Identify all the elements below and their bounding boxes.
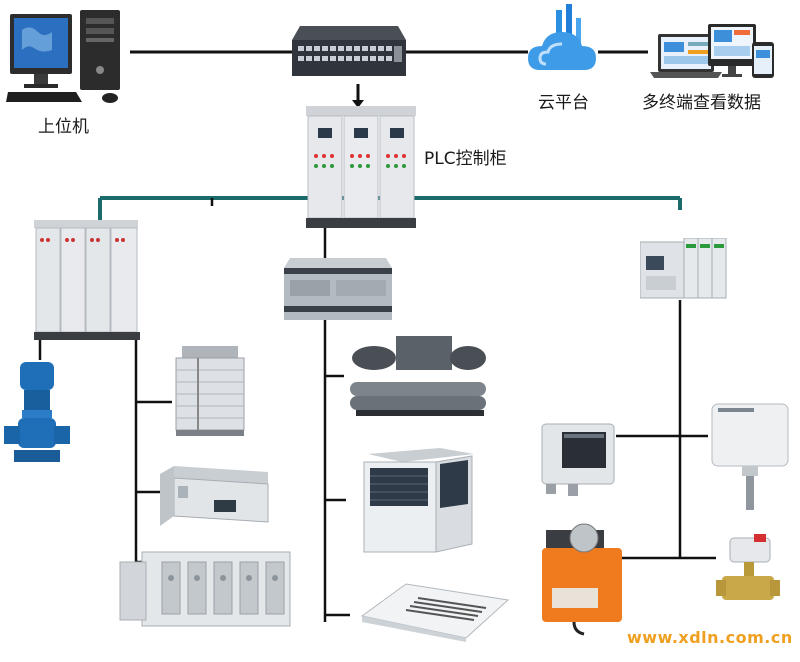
sensor-icon xyxy=(711,403,789,510)
heat-pump-icon xyxy=(363,448,474,553)
cabinet-icon xyxy=(306,106,416,228)
water-pump xyxy=(4,360,70,466)
fan-coil-icon xyxy=(360,583,510,642)
actuator-icon xyxy=(542,523,622,636)
transmitter-icon xyxy=(541,423,615,496)
cloud-icon xyxy=(528,4,596,70)
host-computer xyxy=(6,8,130,108)
network-switch xyxy=(292,26,406,80)
plc-control-cabinet xyxy=(306,106,416,230)
siemens-transmitter xyxy=(538,422,618,498)
network-switch-icon xyxy=(292,26,406,76)
plc-module-center xyxy=(284,258,392,322)
air-handling-unit-small xyxy=(160,466,270,536)
watermark: www.xdln.com.cn xyxy=(627,628,793,647)
multi-terminal-label: 多终端查看数据 xyxy=(642,93,761,113)
duct-sensor xyxy=(708,402,792,514)
multi-terminal-devices xyxy=(648,20,778,84)
plc-module-icon xyxy=(640,238,727,299)
water-chiller xyxy=(344,334,490,416)
ahu-icon xyxy=(119,551,291,627)
devices-icon xyxy=(650,24,774,78)
cloud-platform-label: 云平台 xyxy=(538,93,589,113)
plc-module-icon xyxy=(284,258,392,320)
desktop-computer-icon xyxy=(6,10,120,103)
host-computer-label: 上位机 xyxy=(38,117,89,137)
pump-icon xyxy=(4,362,70,462)
cooling-tower xyxy=(172,346,248,436)
plc-cabinet-label: PLC控制柜 xyxy=(424,149,507,169)
valve-icon xyxy=(716,534,780,600)
ahu-icon xyxy=(160,466,269,526)
air-handling-unit-large xyxy=(116,548,292,634)
plc-module-right xyxy=(640,238,728,300)
left-control-cabinet xyxy=(34,220,140,340)
air-cooled-unit xyxy=(360,448,476,558)
chiller-icon xyxy=(350,336,486,416)
valve-actuator xyxy=(538,514,626,636)
cabinet-icon xyxy=(34,220,140,340)
cloud-platform xyxy=(526,4,600,84)
cooling-tower-icon xyxy=(175,346,245,436)
fan-coil-unit xyxy=(358,582,510,644)
electric-valve xyxy=(716,534,780,610)
